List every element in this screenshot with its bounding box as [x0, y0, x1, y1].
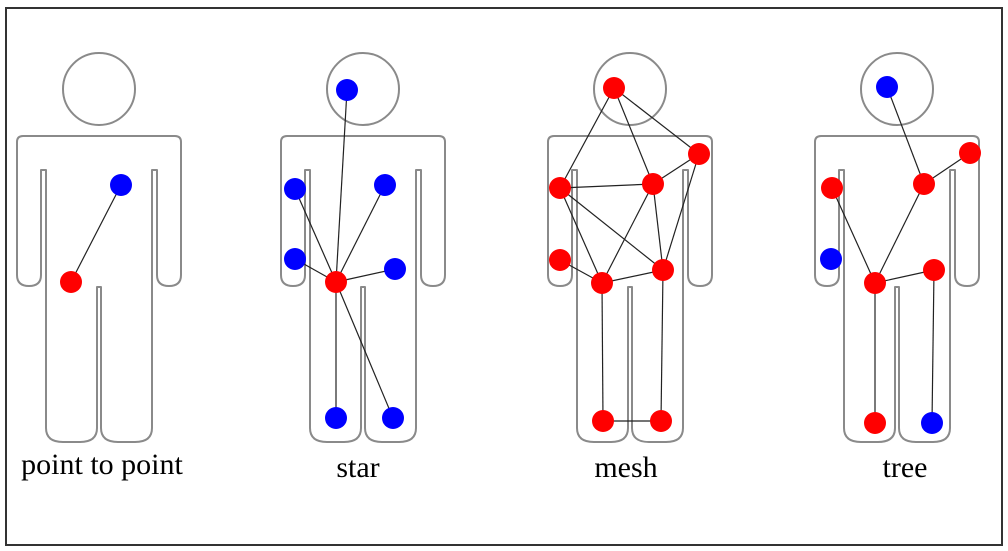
star-node-head-blue	[336, 79, 358, 101]
tree-node-l_hand-red	[821, 177, 843, 199]
figure-body-outline	[547, 135, 713, 443]
star-node-r_hip-blue	[384, 258, 406, 280]
tree-edge-head-chest	[886, 86, 925, 185]
mesh-edge-head-chest	[613, 87, 654, 185]
mesh-node-l_hand-red	[549, 177, 571, 199]
figure-head-outline	[326, 52, 400, 126]
mesh-node-head-red	[603, 77, 625, 99]
star-edge-hub-r_foot	[335, 281, 394, 419]
mesh-edge-chest-r_hip	[652, 183, 664, 271]
network-nodes	[60, 76, 981, 434]
mesh-node-r_shoulder-red	[688, 143, 710, 165]
label-tree: tree	[883, 451, 928, 484]
star-edge-hub-l_hand	[294, 188, 337, 283]
label-point-to-point: point to point	[21, 448, 183, 481]
mesh-edge-head-l_hand	[559, 87, 615, 189]
point-to-point-node-b-blue	[110, 174, 132, 196]
tree-node-r_foot-blue	[921, 412, 943, 434]
mesh-edge-chest-c_hip	[601, 183, 654, 284]
topology-labels: point to point star mesh tree	[21, 448, 927, 484]
star-edge-hub-chest	[335, 184, 386, 283]
human-figure-1	[16, 52, 182, 443]
human-figure-3	[547, 52, 713, 443]
star-node-l_hand-blue	[284, 178, 306, 200]
star-node-hub-red	[325, 271, 347, 293]
mesh-node-c_hip-red	[591, 272, 613, 294]
mesh-node-l_foot-red	[592, 410, 614, 432]
tree-node-r_hip-red	[923, 259, 945, 281]
tree-node-r_shoulder-red	[959, 142, 981, 164]
star-node-r_foot-blue	[382, 407, 404, 429]
figure-body-outline	[16, 135, 182, 443]
label-star: star	[336, 451, 379, 484]
mesh-edge-l_hand-c_hip	[559, 187, 603, 284]
human-figure-2	[280, 52, 446, 443]
point-to-point-node-a-red	[60, 271, 82, 293]
mesh-node-chest-red	[642, 173, 664, 195]
star-node-chest-blue	[374, 174, 396, 196]
tree-edge-r_hip-r_foot	[931, 269, 935, 424]
tree-node-chest-red	[913, 173, 935, 195]
tree-edge-l_hand-hub	[831, 187, 876, 284]
tree-node-head-blue	[876, 76, 898, 98]
point-to-point-edge-a-b	[70, 184, 122, 283]
tree-node-l_foot-red	[864, 412, 886, 434]
star-node-l_foot-blue	[325, 407, 347, 429]
mesh-edge-head-r_shoulder	[613, 87, 700, 155]
tree-edge-chest-hub	[874, 183, 925, 284]
mesh-node-l_hip-red	[549, 249, 571, 271]
figure-body-outline	[280, 135, 446, 443]
mesh-edge-l_hand-r_hip	[559, 187, 664, 271]
mesh-edge-l_hand-chest	[559, 183, 654, 189]
figure-body-outline	[814, 135, 980, 443]
tree-node-hub-red	[864, 272, 886, 294]
label-mesh: mesh	[594, 451, 657, 484]
mesh-edge-c_hip-l_foot	[601, 282, 604, 422]
tree-node-l_hip-blue	[820, 248, 842, 270]
figure-head-outline	[62, 52, 136, 126]
mesh-edge-r_hip-r_foot	[660, 269, 664, 422]
star-node-l_hip-blue	[284, 248, 306, 270]
figure-head-outline	[593, 52, 667, 126]
star-edge-hub-head	[335, 89, 348, 283]
mesh-node-r_hip-red	[652, 259, 674, 281]
mesh-node-r_foot-red	[650, 410, 672, 432]
mesh-edge-r_shoulder-r_hip	[662, 153, 700, 271]
